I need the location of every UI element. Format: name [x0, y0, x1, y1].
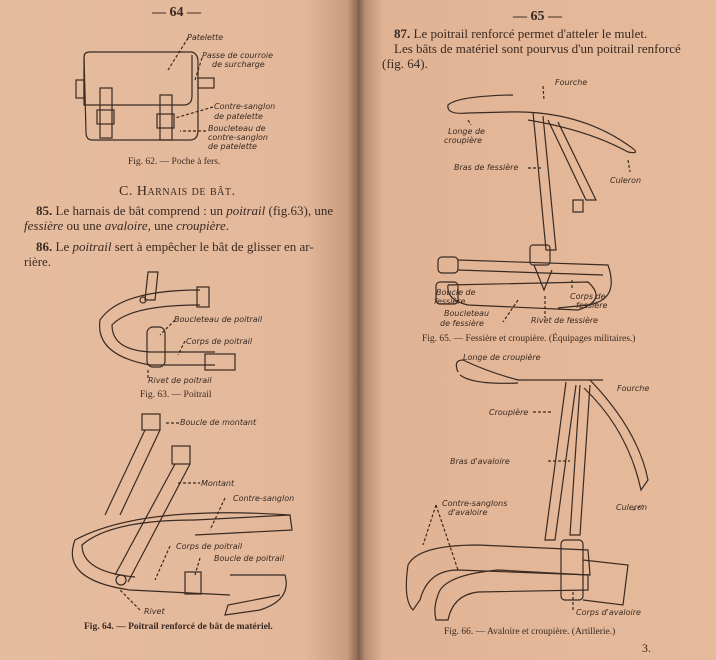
fig62-label: Passe de courroie — [202, 51, 274, 60]
fig65-label: Longe de — [448, 127, 485, 136]
page-number: — 64 — — [152, 5, 201, 20]
paragraph-87: 87. Le poitrail renforcé permet d'attele… — [382, 26, 681, 71]
fig65-label: Culeron — [610, 176, 642, 185]
fig65-label: croupière — [444, 136, 483, 145]
fig66-label: Corps d'avaloire — [576, 608, 641, 617]
fig65-label: Bras de fessière — [454, 163, 519, 172]
fig64-poitrail-renforce-drawing — [71, 413, 293, 616]
fig64-caption: Fig. 64. — Poitrail renforcé de bât de m… — [84, 622, 273, 632]
fig65-label: Boucleteau — [444, 309, 490, 318]
fig65-fessiere-drawing — [435, 85, 637, 323]
fig65-label: fessière — [434, 297, 466, 306]
fig62-bag-drawing — [75, 37, 215, 141]
fig66-caption: Fig. 66. — Avaloire et croupière. (Artil… — [444, 627, 616, 637]
fig64-label: Rivet — [144, 607, 165, 616]
paragraph-86: 86. Le poitrail sert à empêcher le bât d… — [24, 239, 314, 269]
fig63-label: Boucleteau de poitrail — [174, 315, 263, 324]
fig65-label: Rivet de fessière — [531, 316, 599, 325]
fig66-label: Fourche — [617, 384, 650, 393]
fig64-label: Corps de poitrail — [176, 542, 243, 551]
fig62-label: Patelette — [187, 33, 224, 42]
fig66-label: Bras d'avaloire — [450, 457, 510, 466]
fig64-label: Montant — [201, 479, 235, 488]
fig63-label: Rivet de poitrail — [148, 376, 212, 385]
fig63-caption: Fig. 63. — Poitrail — [140, 390, 212, 400]
fig62-label: de patelette — [208, 142, 257, 151]
page-number: — 65 — — [513, 9, 562, 24]
fig65-label: Fourche — [555, 78, 588, 87]
fig62-label: de surcharge — [212, 60, 265, 69]
fig62-caption: Fig. 62. — Poche à fers. — [128, 157, 221, 167]
fig66-label: Contre-sanglons — [442, 499, 508, 508]
fig66-label: Longe de croupière — [463, 353, 541, 362]
fig66-label: Culeron — [616, 503, 648, 512]
fig65-caption: Fig. 65. — Fessière et croupière. (Équip… — [422, 334, 636, 344]
fig62-label: de patelette — [214, 112, 263, 121]
section-heading: C. Harnais de bât. — [119, 184, 236, 199]
fig62-label: Boucleteau de — [208, 124, 266, 133]
fig63-poitrail-drawing — [99, 271, 236, 378]
right-page: — 65 — 87. Le poitrail renforcé permet d… — [358, 0, 716, 660]
fig65-label: Corps de — [570, 292, 606, 301]
fig62-label: Contre-sanglon — [214, 102, 276, 111]
fig63-label: Corps de poitrail — [186, 337, 253, 346]
fig64-label: Boucle de poitrail — [214, 554, 285, 563]
fig66-avaloire-drawing — [405, 359, 649, 621]
fig66-label: d'avaloire — [448, 508, 488, 517]
fig66-label: Croupière — [489, 408, 529, 417]
left-page: — 64 — Patelette Passe de courroie de su… — [0, 0, 358, 660]
fig62-label: contre-sanglon — [208, 133, 269, 142]
fig65-label: Boucle de — [436, 288, 476, 297]
fig65-label: de fessière — [440, 319, 484, 328]
fig64-label: Boucle de montant — [180, 418, 257, 427]
signature-mark: 3. — [642, 641, 651, 655]
fig64-label: Contre-sanglon — [233, 494, 295, 503]
fig65-label: fessière — [576, 301, 608, 310]
paragraph-85: 85. Le harnais de bât comprend : un poit… — [24, 203, 334, 233]
